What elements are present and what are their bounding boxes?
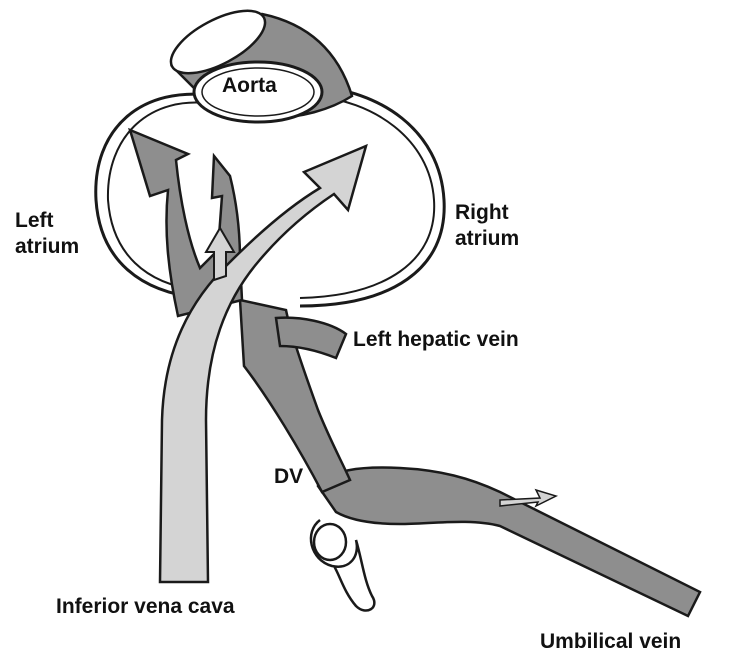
label-right-atrium-line-1: Right [455, 200, 519, 226]
label-left-hepatic-vein: Left hepatic vein [353, 327, 519, 353]
label-umbilical-vein: Umbilical vein [540, 629, 681, 655]
label-left-atrium-line-1: Left [15, 208, 79, 234]
label-right-atrium: Right atrium [455, 200, 519, 252]
label-left-atrium-line-2: atrium [15, 234, 79, 260]
label-right-atrium-line-2: atrium [455, 226, 519, 252]
umbilical-vein-vessel [318, 468, 700, 616]
label-left-atrium: Left atrium [15, 208, 79, 260]
label-inferior-vena-cava: Inferior vena cava [56, 594, 235, 620]
portal-loop-opening [314, 524, 346, 560]
label-dv: DV [274, 464, 303, 490]
label-aorta: Aorta [222, 73, 277, 99]
